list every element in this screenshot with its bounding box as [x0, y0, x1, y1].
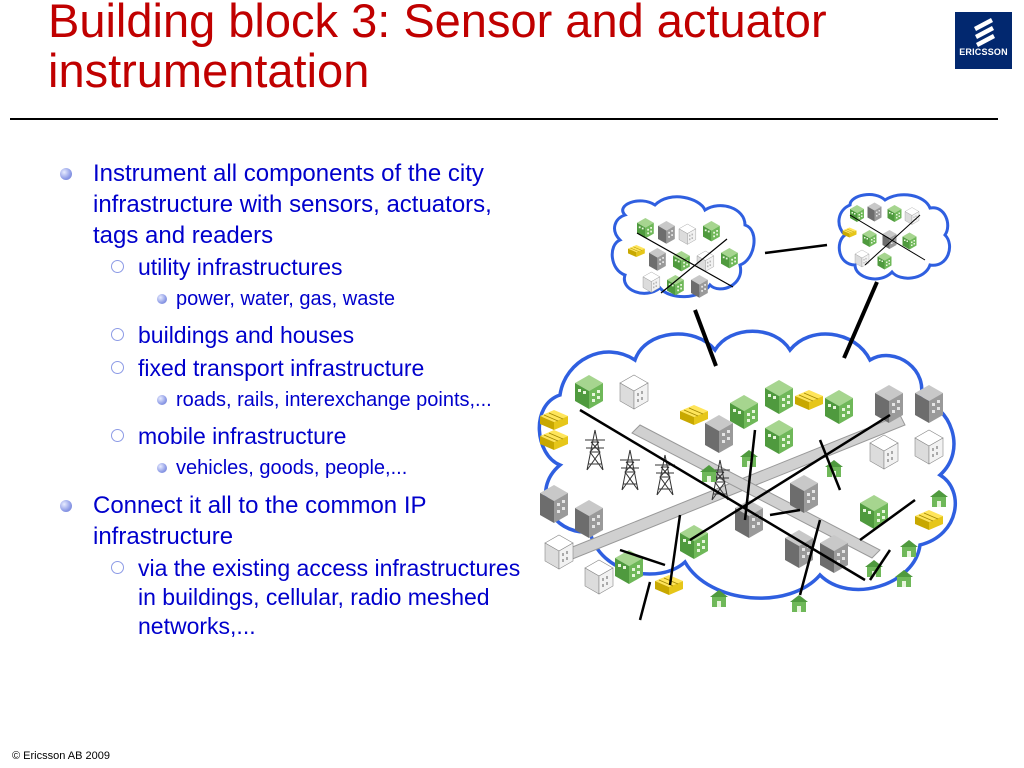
bullet-fixed-transport: fixed transport infrastructure [60, 354, 540, 383]
bullet-text: Connect it all to the common IP infrastr… [93, 492, 427, 550]
bullet-text: power, water, gas, waste [176, 288, 396, 310]
ericsson-logo-icon [973, 18, 995, 47]
bullet-mark [157, 395, 167, 405]
bullet-text: buildings and houses [138, 322, 355, 348]
bullet-list: Instrument all components of the city in… [60, 158, 540, 645]
slide-title: Building block 3: Sensor and actuator in… [48, 0, 827, 97]
bullet-mark [157, 294, 167, 304]
bullet-buildings: buildings and houses [60, 321, 540, 350]
city-network-illustration [537, 193, 957, 621]
bullet-connect: Connect it all to the common IP infrastr… [60, 490, 540, 552]
bullet-text: mobile infrastructure [138, 423, 347, 449]
bullet-utility-types: power, water, gas, waste [60, 286, 540, 313]
bullet-mark [111, 361, 124, 374]
bullet-mark [60, 500, 72, 512]
logo-wordmark: ERICSSON [959, 47, 1008, 57]
bullet-text: Instrument all components of the city in… [93, 160, 492, 249]
bullet-mark [111, 561, 124, 574]
ericsson-logo: ERICSSON [955, 12, 1012, 69]
remote-right-buildings [842, 202, 926, 270]
bullet-mobile: mobile infrastructure [60, 422, 540, 451]
sensor-wires [579, 408, 916, 621]
bullet-text: utility infrastructures [138, 254, 343, 280]
bullet-utility: utility infrastructures [60, 253, 540, 282]
bullet-text: vehicles, goods, people,... [176, 457, 408, 479]
bullet-text: fixed transport infrastructure [138, 355, 425, 381]
bullet-mark [157, 463, 167, 473]
bullet-mark [111, 328, 124, 341]
bullet-text: roads, rails, interexchange points,... [176, 389, 492, 411]
bullet-instrument: Instrument all components of the city in… [60, 158, 540, 251]
remote-left-buildings [627, 218, 738, 298]
title-divider [10, 118, 998, 120]
bullet-fixed-transport-types: roads, rails, interexchange points,... [60, 387, 540, 414]
network-links [693, 243, 879, 367]
bullet-mark [111, 260, 124, 273]
footer-copyright: © Ericsson AB 2009 [12, 750, 110, 762]
bullet-mobile-types: vehicles, goods, people,... [60, 455, 540, 482]
bullet-mark [60, 168, 72, 180]
bullet-access: via the existing access infrastructures … [60, 554, 540, 641]
bullet-mark [111, 429, 124, 442]
bullet-text: via the existing access infrastructures … [138, 555, 521, 639]
